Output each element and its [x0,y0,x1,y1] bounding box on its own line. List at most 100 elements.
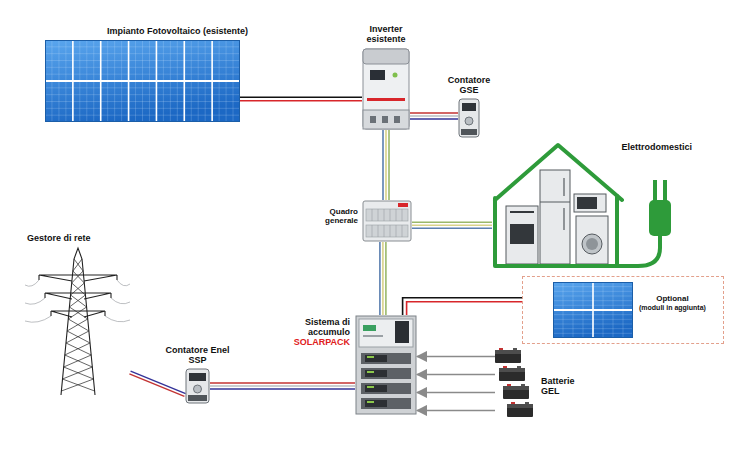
storage-cabinet-part-part [361,353,411,364]
wire-line [388,130,390,200]
gel-batteries-part-part [495,350,521,363]
wire-line [240,100,362,102]
wire-connector [417,392,495,393]
gse-meter: Contatore GSE [458,98,480,138]
wire-line [417,356,495,358]
gel-batteries-part-part [503,386,529,399]
solar-array-part-part [45,60,240,61]
component-label: (moduli in aggiunta) [639,304,706,312]
wire-line [240,97,362,99]
house-part-part [510,224,534,244]
storage-cabinet-part-part [367,386,374,388]
gse-meter-part-part [462,103,476,111]
wire-line [382,130,384,200]
storage-cabinet-part-part [367,401,374,403]
wire-connector [383,130,389,200]
label-group: Sistema di accumuloSOLARPACK [290,317,350,347]
storage-cabinet-part-part [367,371,374,373]
grid-pylon-part-part-part [51,311,105,317]
gse-meter-part [458,98,480,138]
gel-batteries-part-part [499,368,525,372]
wire-line [131,371,186,394]
wire-line [210,388,355,390]
enel-meter: Contatore Enel SSP [185,368,210,404]
house-part-part [577,197,597,209]
grid-pylon-part-part-part [61,248,95,395]
main-panel: Quadro generale [362,200,412,242]
label-group: Elettrodomestici [621,142,692,152]
wire-line [410,115,458,116]
grid-pylon-part-part-part [61,259,94,391]
storage-cabinet-part-part [363,325,376,331]
enel-meter-part-part [194,385,202,393]
gel-batteries-part-part [525,402,529,404]
gel-batteries-part-part [517,366,521,368]
wire-line [407,302,522,315]
house-part-part-part [495,145,622,200]
grid-pylon-part [25,245,130,395]
wire-line [417,374,495,376]
inverter-part-part [367,98,405,101]
gel-batteries-part-part [507,404,533,408]
gel-batteries-part-part [521,384,525,386]
solar-array-part [45,40,240,122]
component-label: Optional [639,295,706,304]
storage-cabinet-part-part [367,356,374,358]
solar-array: Impianto Fotovoltaico (esistente) [45,40,240,122]
gel-batteries-part-part [507,384,511,386]
house-part-part [495,145,660,266]
label-group: Batterie GEL [541,376,575,396]
optional-box: Optional(moduli in aggiunta) [522,276,724,344]
solar-array-part-part [46,41,240,122]
component-label: Contatore Enel SSP [159,345,237,365]
inverter-part-part [363,49,409,64]
grid-pylon-part-part-part [111,298,130,304]
house-part-part-part [649,200,671,236]
solar-array-part-part [45,40,240,122]
inverter-part-part [370,116,376,123]
storage-cabinet-part-part [363,335,383,337]
wire-line [385,242,387,315]
inverter-part-part [363,110,409,129]
house-part-part-part [506,206,538,264]
storage-cabinet-part-part [359,319,413,347]
gse-meter-part-part [459,99,479,137]
component-label: Impianto Fotovoltaico (esistente) [107,26,248,36]
grid-pylon-part-part-part [117,280,130,286]
storage-cabinet-part-part [365,355,387,362]
solar-array-part-part [45,67,240,68]
house-part-part-part [663,180,667,202]
wire-connector [412,222,492,228]
solar-array-part-part [45,80,240,82]
inverter-part [362,48,410,130]
label-group: Gestore di rete [27,233,91,243]
main-panel-part-part [398,203,408,207]
wire-connector [417,356,495,357]
label-group: Quadro generale [325,208,358,226]
wire-connector [403,298,522,315]
wire-connector [240,97,362,101]
gel-batteries-part-part [503,386,529,390]
wire-line [210,382,355,384]
house: Elettrodomestici [492,140,692,270]
gel-batteries-part-part [499,368,525,381]
solar-array-part-part [45,74,240,75]
solar-array-part-part [45,101,240,102]
main-panel-part-part [372,209,402,237]
wire-line [412,221,492,223]
optional-box-part-part [553,309,633,311]
storage-cabinet-part-part [361,368,411,379]
wire-line [412,224,492,226]
inverter-part-part [363,49,409,129]
wire-line [385,130,387,200]
wire-connector [210,383,355,389]
optional-box-part-part [554,283,633,338]
house-part-part [582,234,602,254]
house-part-part [649,180,671,236]
wire-connector [410,113,458,119]
optional-box-part [553,282,633,338]
label-group: Contatore Enel SSP [159,345,237,365]
wire-line [417,410,495,412]
wire-line [417,392,495,394]
wire-line [412,227,492,229]
